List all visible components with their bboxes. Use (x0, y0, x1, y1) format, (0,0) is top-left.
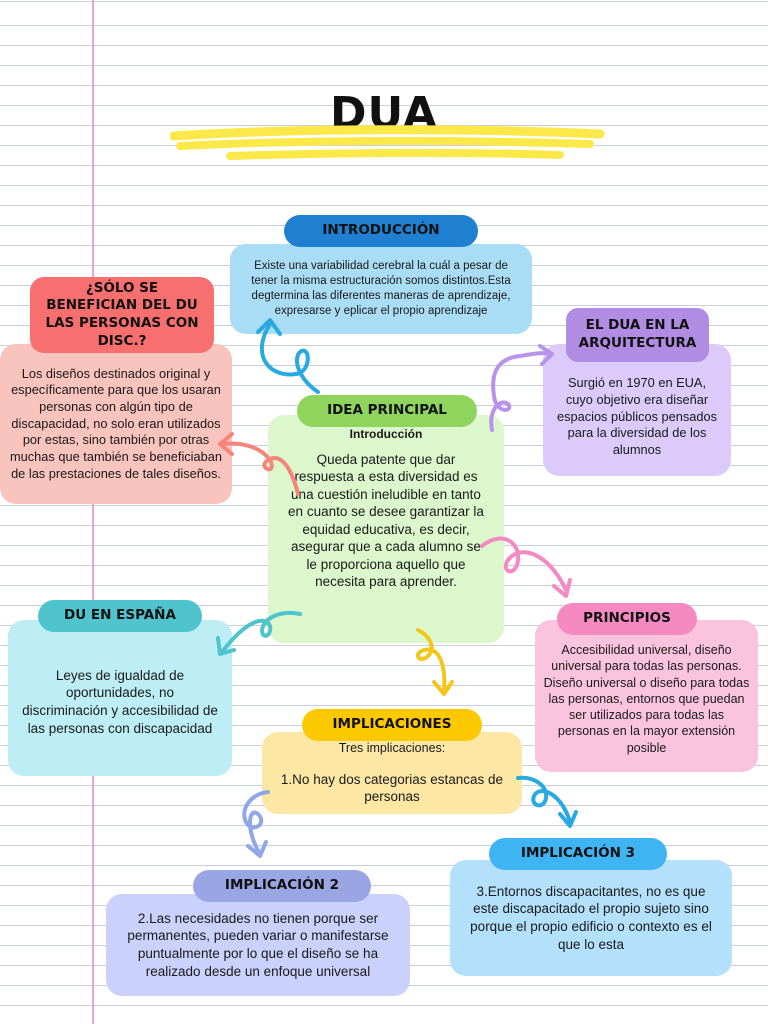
introduccion-box: Existe una variabilidad cerebral la cuál… (230, 244, 532, 334)
principios-box: Accesibilidad universal, diseño universa… (535, 620, 758, 772)
introduccion-label: INTRODUCCIÓN (284, 215, 478, 247)
arquitectura-text: Surgió en 1970 en EUA, cuyo objetivo era… (556, 375, 718, 457)
implicacion-3-text: 3.Entornos discapacitantes, no es que es… (470, 883, 712, 952)
arrow-to-implicacion-3 (516, 775, 578, 828)
espana-text: Leyes de igualdad de oportunidades, no d… (22, 667, 218, 736)
implicacion-3-label: IMPLICACIÓN 3 (489, 838, 667, 870)
implicacion-3-box: 3.Entornos discapacitantes, no es que es… (450, 860, 732, 976)
solo-benefician-text: Los diseños destinados original y especí… (10, 365, 222, 481)
introduccion-text: Existe una variabilidad cerebral la cuál… (251, 260, 511, 317)
idea-principal-box: Introducción Queda patente que dar respu… (268, 415, 504, 643)
implicaciones-label: IMPLICACIONES (302, 709, 482, 741)
implicaciones-line-1: Tres implicaciones: (338, 741, 446, 756)
implicacion-2-text: 2.Las necesidades no tienen porque ser p… (127, 910, 389, 979)
implicaciones-box: Tres implicaciones: 1.No hay dos categor… (262, 732, 522, 814)
idea-principal-subtitle: Introducción (349, 427, 423, 441)
notebook-margin-line (92, 0, 94, 1024)
idea-principal-label: IDEA PRINCIPAL (297, 395, 477, 427)
solo-benefician-label: ¿SÓLO SE BENEFICIAN DEL DU LAS PERSONAS … (30, 277, 214, 353)
title-highlight (170, 125, 605, 160)
implicacion-2-box: 2.Las necesidades no tienen porque ser p… (106, 894, 410, 996)
implicaciones-line-2: 1.No hay dos categorias estancas de pers… (280, 771, 504, 805)
principios-text-2: Diseño universal o diseño para todas las… (543, 675, 750, 755)
arquitectura-box: Surgió en 1970 en EUA, cuyo objetivo era… (543, 344, 731, 476)
implicacion-2-label: IMPLICACIÓN 2 (193, 870, 371, 902)
principios-label: PRINCIPIOS (557, 603, 697, 635)
solo-benefician-box: Los diseños destinados original y especí… (0, 344, 232, 504)
espana-box: Leyes de igualdad de oportunidades, no d… (8, 620, 232, 776)
espana-label: DU EN ESPAÑA (38, 600, 202, 632)
idea-principal-text: Queda patente que dar respuesta a esta d… (288, 451, 484, 590)
principios-text-1: Accesibilidad universal, diseño universa… (551, 643, 742, 674)
arquitectura-label: EL DUA EN LA ARQUITECTURA (566, 308, 709, 362)
